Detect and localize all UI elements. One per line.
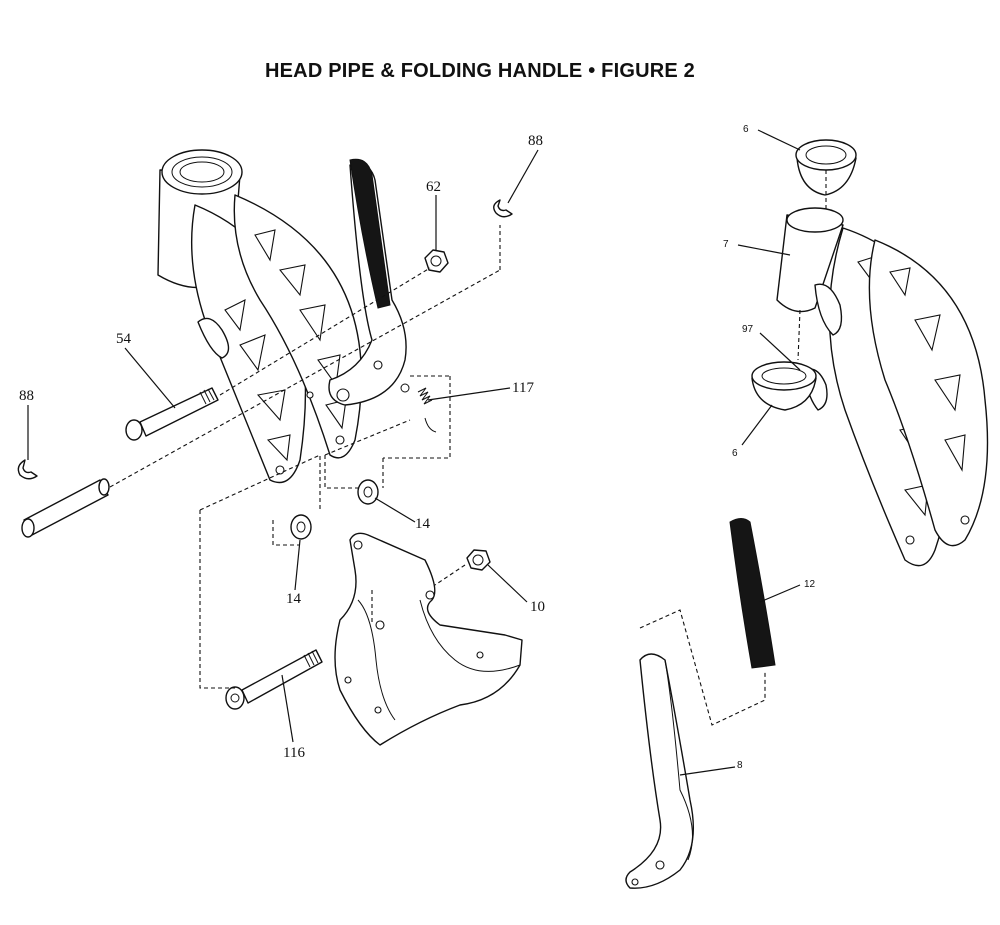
assembly-guide-lines-right <box>639 170 827 726</box>
callout-14-left: 14 <box>286 591 302 607</box>
handle-8 <box>625 653 695 889</box>
bolt-116 <box>225 649 323 710</box>
washer-14-right <box>357 479 379 505</box>
callout-88-top: 88 <box>528 133 543 149</box>
head-tube-7 <box>776 207 844 313</box>
figure-title: HEAD PIPE & FOLDING HANDLE • FIGURE 2 <box>265 60 695 82</box>
assembly-guide-lines-left <box>109 225 501 689</box>
e-clip-88-top <box>493 199 513 218</box>
callout-117: 117 <box>512 380 534 396</box>
nut-62 <box>424 249 449 273</box>
right-bracket-plates <box>804 227 989 567</box>
folding-handle-lever <box>328 158 407 406</box>
callout-10: 10 <box>530 599 545 615</box>
nut-10 <box>466 549 491 571</box>
pivot-pin <box>21 478 110 538</box>
callout-6-top: 6 <box>743 124 749 135</box>
leader-lines-right <box>679 129 801 776</box>
bearing-cup-6-top <box>795 139 857 196</box>
callout-12: 12 <box>804 579 816 590</box>
callout-97: 97 <box>742 324 754 335</box>
bearing-cup-6-bottom <box>751 361 817 411</box>
callout-8: 8 <box>737 760 743 771</box>
callout-6-bottom: 6 <box>732 448 738 459</box>
callout-7: 7 <box>723 239 729 250</box>
callout-54: 54 <box>116 331 132 347</box>
e-clip-88-left <box>17 459 38 480</box>
callout-88-left: 88 <box>19 388 34 404</box>
callout-116: 116 <box>283 745 305 761</box>
callout-62: 62 <box>426 179 441 195</box>
lower-frame-bracket <box>334 532 523 746</box>
bolt-54 <box>125 387 219 441</box>
grip-12 <box>729 518 776 669</box>
spring-117 <box>400 383 437 433</box>
plate-side-lug <box>197 317 230 359</box>
callout-14-right: 14 <box>415 516 431 532</box>
leader-lines-left <box>27 149 539 743</box>
washer-14-left <box>290 514 312 540</box>
